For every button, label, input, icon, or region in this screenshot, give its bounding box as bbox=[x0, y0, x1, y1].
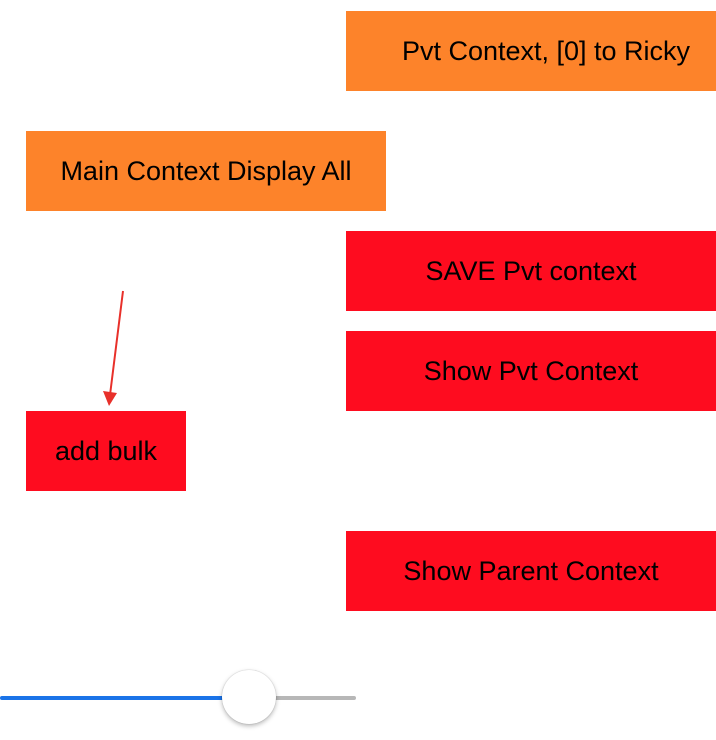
slider-max-track bbox=[250, 696, 356, 700]
show-pvt-context-button[interactable]: Show Pvt Context bbox=[346, 331, 716, 411]
slider-min-track bbox=[0, 696, 250, 700]
pvt-context-to-ricky-button[interactable]: Pvt Context, [0] to Ricky bbox=[346, 11, 716, 91]
save-pvt-context-button[interactable]: SAVE Pvt context bbox=[346, 231, 716, 311]
show-parent-context-button[interactable]: Show Parent Context bbox=[346, 531, 716, 611]
add-bulk-button[interactable]: add bulk bbox=[26, 411, 186, 491]
value-slider[interactable] bbox=[0, 668, 360, 728]
status-bar-fragment bbox=[0, 0, 716, 4]
arrow-down-icon bbox=[103, 290, 124, 406]
main-context-display-all-button[interactable]: Main Context Display All bbox=[26, 131, 386, 211]
slider-thumb[interactable] bbox=[222, 670, 276, 724]
